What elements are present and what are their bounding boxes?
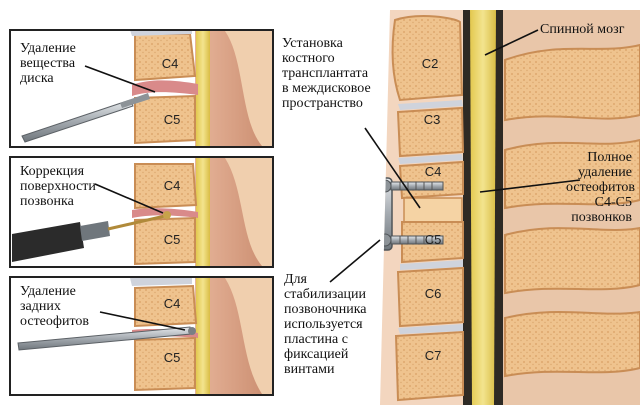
vertebra-label-c5: C5: [425, 232, 442, 247]
panel-1-vertebra-c5: C5: [164, 112, 181, 127]
panel-2-vertebra-c4: C4: [164, 178, 181, 193]
vertebra-label-c2: C2: [422, 56, 439, 71]
callout-bone-graft: Установка костного трансплантата в межди…: [282, 36, 371, 111]
panel-1-vertebra-c4: C4: [162, 56, 179, 71]
callout-plate-fixation: Для стабилизации позвоночника использует…: [284, 272, 367, 377]
vertebra-label-c7: C7: [425, 348, 442, 363]
vertebra-label-c3: C3: [424, 112, 441, 127]
vertebra-label-c6: C6: [425, 286, 442, 301]
panel-disc-removal: [9, 29, 274, 148]
main-spine-illustration: [380, 10, 640, 405]
panel-label-osteophyte-removal: Удаление задних остеофитов: [20, 284, 90, 329]
callout-spinal-cord: Спинной мозг: [540, 22, 625, 37]
panel-label-surface-correction: Коррекция поверхности позвонка: [20, 164, 96, 209]
vertebra-label-c4: C4: [425, 164, 442, 179]
panel-3-vertebra-c5: C5: [164, 350, 181, 365]
panel-2-vertebra-c5: C5: [164, 232, 181, 247]
panel-surface-correction: [9, 156, 274, 268]
panel-3-vertebra-c4: C4: [164, 296, 181, 311]
panel-label-disc-removal: Удаление вещества диска: [20, 41, 76, 86]
leader-lines: [84, 29, 581, 331]
callout-osteophytes: Полное удаление остеофитов C4-C5 позвонк…: [566, 150, 636, 225]
panel-osteophyte-removal: [9, 276, 274, 396]
